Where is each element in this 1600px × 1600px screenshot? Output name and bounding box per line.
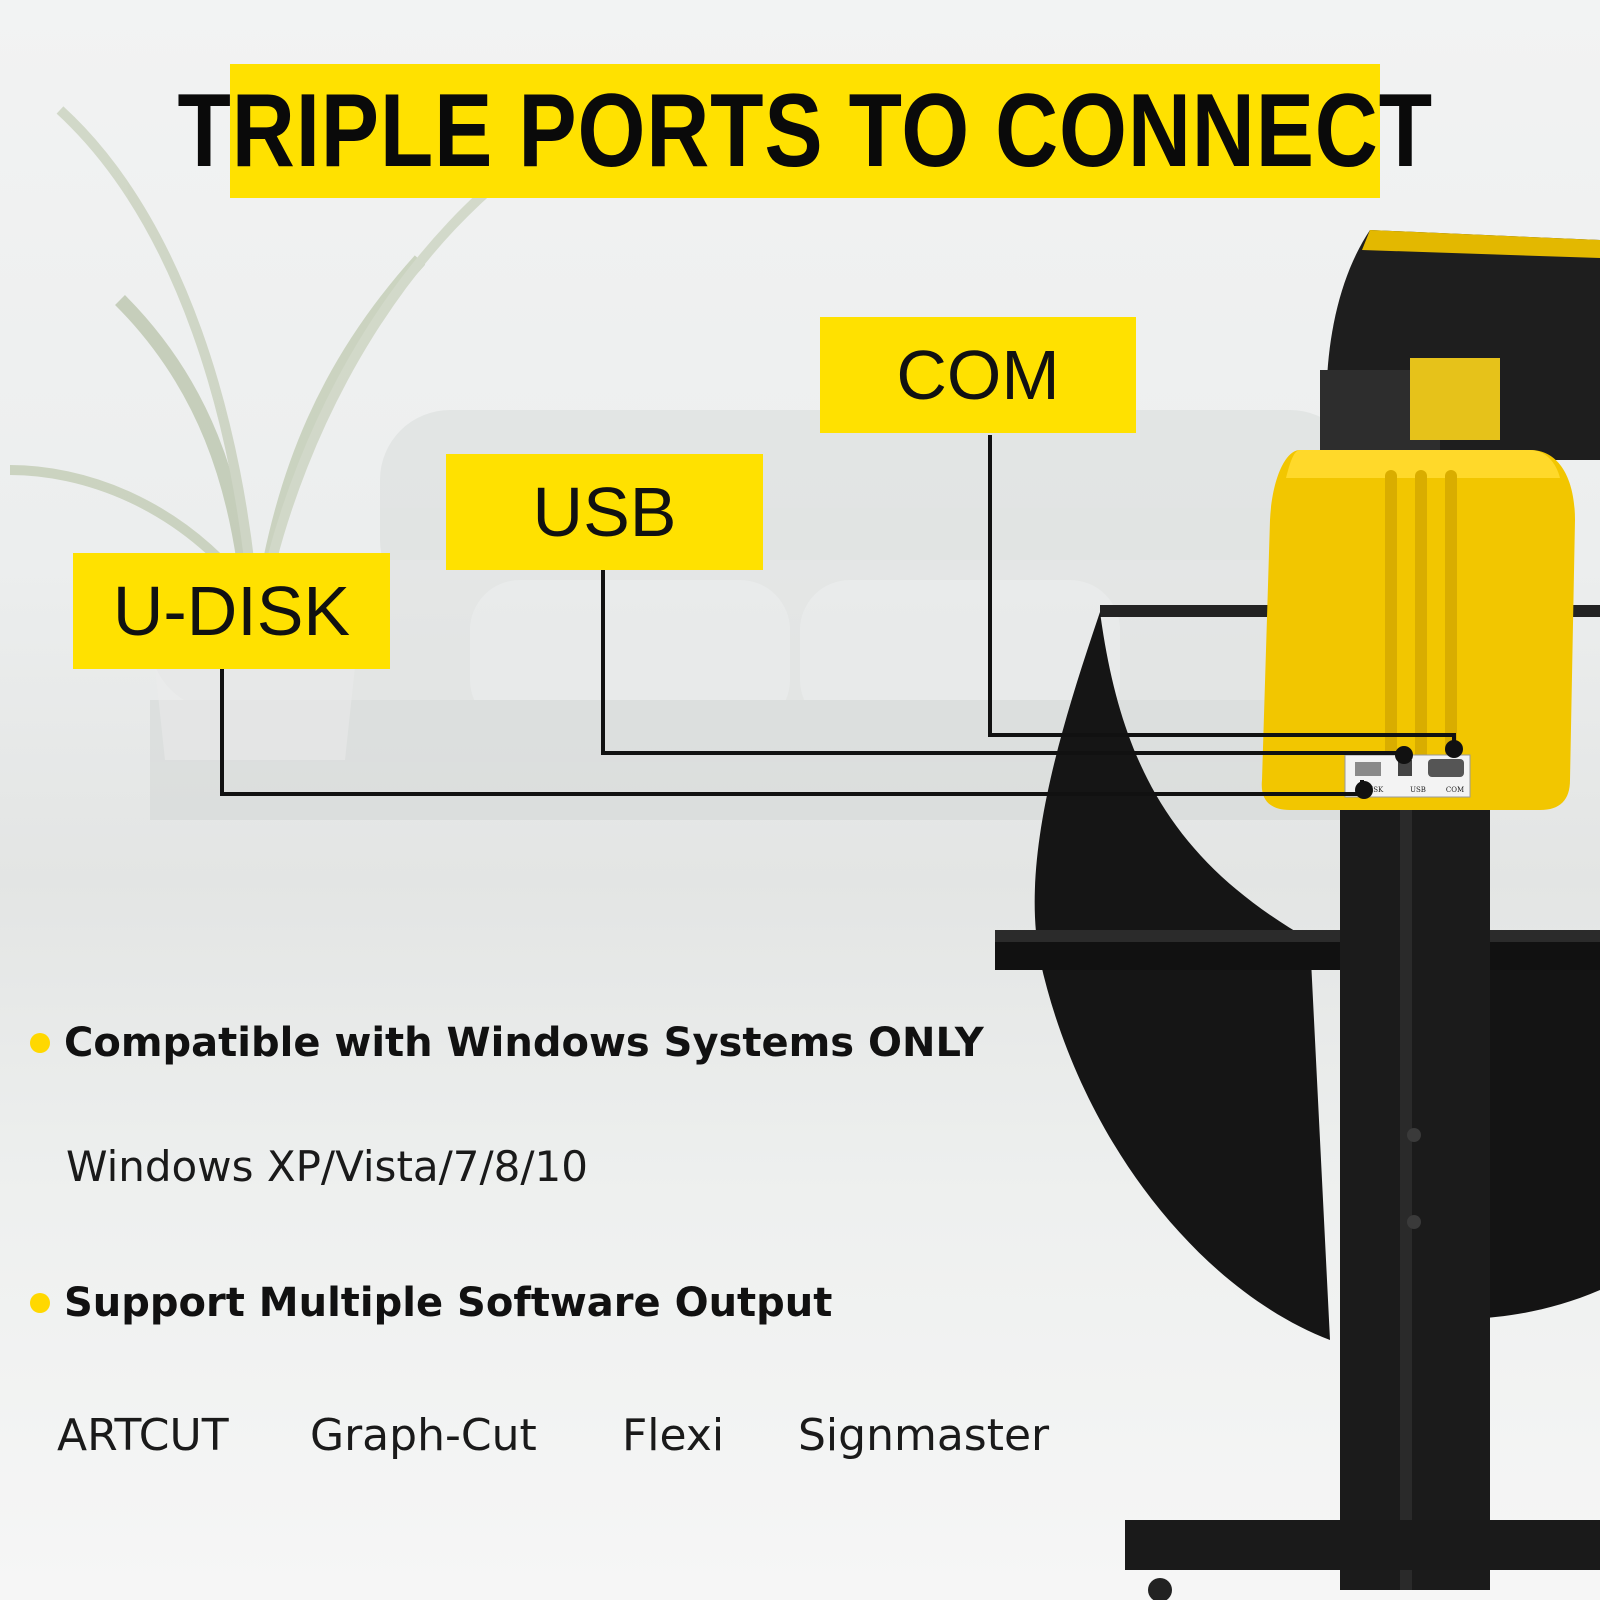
vinyl-cutter-machine: U-DISK USB COM [1261,230,1600,810]
callout-dots [1355,740,1463,799]
cutter-stand [995,605,1600,1600]
feature-title: Support Multiple Software Output [64,1280,833,1326]
feature-software: Support Multiple Software Output [30,1280,832,1326]
feature-compatibility: Compatible with Windows Systems ONLY [30,1020,984,1066]
feature-title: Compatible with Windows Systems ONLY [64,1020,984,1066]
com-port [1428,759,1464,777]
panel-label-com: COM [1446,786,1464,794]
port-label-com: COM [820,317,1136,433]
port-label-usb: USB [446,454,763,570]
software-graph-cut: Graph-Cut [310,1410,537,1461]
headline-banner: TRIPLE PORTS TO CONNECT [177,64,1432,198]
software-signmaster: Signmaster [798,1410,1050,1461]
panel-label-usb: USB [1410,786,1426,794]
headline-text: TRIPLE PORTS TO CONNECT [177,72,1433,189]
software-artcut: ARTCUT [57,1410,229,1461]
udisk-port [1355,762,1381,776]
bullet-dot-icon [30,1293,50,1313]
port-label-udisk: U-DISK [73,553,390,669]
feature-detail-windows: Windows XP/Vista/7/8/10 [66,1142,588,1191]
software-flexi: Flexi [622,1410,725,1461]
usb-port [1398,760,1412,776]
bullet-dot-icon [30,1033,50,1053]
